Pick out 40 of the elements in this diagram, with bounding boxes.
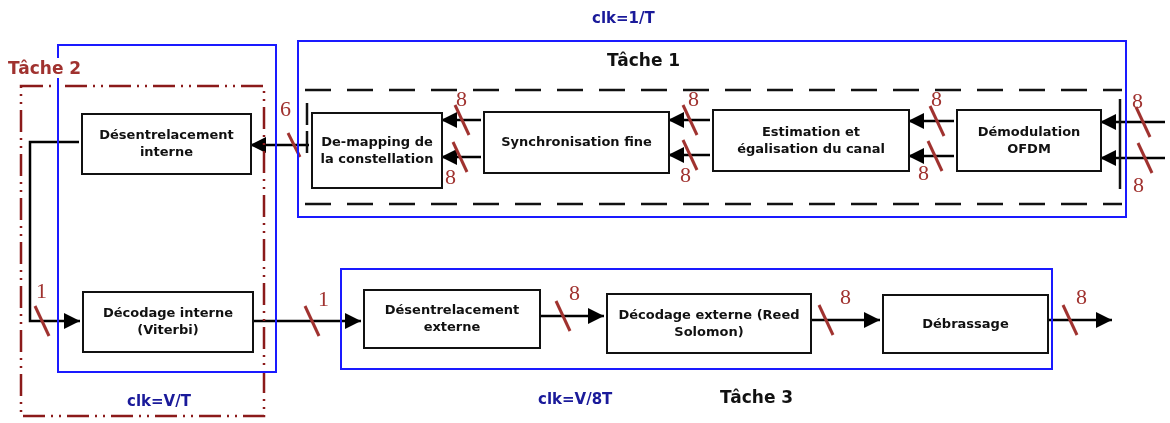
box-label: Désentrelacement interne (98, 126, 235, 161)
edge-label: 1 (36, 278, 47, 304)
box-label: De-mapping de la constellation (319, 132, 435, 168)
box-label: Décodage externe (Reed Solomon) (617, 305, 801, 341)
clock-label: clk=V/T (127, 392, 191, 410)
edge-label: 8 (1133, 172, 1144, 198)
edge-label: 8 (688, 86, 699, 112)
task-heading: Tâche 3 (720, 387, 794, 407)
box-label: Démodulation OFDM (976, 122, 1082, 158)
edge-label: 8 (931, 86, 942, 112)
process-box (81, 113, 252, 175)
process-box (82, 291, 254, 353)
box-label: Estimation et égalisation du canal (736, 122, 886, 158)
edge-label: 8 (569, 280, 580, 306)
box-label: Désentrelacement externe (383, 301, 521, 336)
dashed-group-frame (305, 89, 1122, 205)
edge-label: 8 (1132, 88, 1143, 114)
arrow (28, 140, 80, 329)
box-label: Débrassage (921, 314, 1010, 333)
process-box (606, 293, 812, 354)
clock-label: clk=V/8T (538, 390, 613, 408)
process-box (956, 109, 1102, 172)
box-label: Décodage interne (Viterbi) (101, 304, 235, 339)
edge-label: 8 (456, 86, 467, 112)
process-box (712, 109, 910, 172)
edge-label: 8 (840, 284, 851, 310)
box-label: Synchronisation fine (500, 133, 653, 152)
task-heading: Tâche 1 (607, 50, 681, 70)
clock-label: clk=1/T (592, 9, 655, 27)
edge-label: 8 (445, 164, 456, 190)
process-box (311, 112, 443, 189)
process-box (363, 289, 541, 349)
process-box (882, 294, 1049, 354)
edge-label: 8 (918, 160, 929, 186)
task-heading: Tâche 2 (8, 58, 82, 78)
edge-label: 8 (1076, 284, 1087, 310)
process-box (483, 111, 670, 174)
edge-label: 1 (318, 286, 329, 312)
edge-label: 6 (280, 96, 291, 122)
edge-label: 8 (680, 162, 691, 188)
